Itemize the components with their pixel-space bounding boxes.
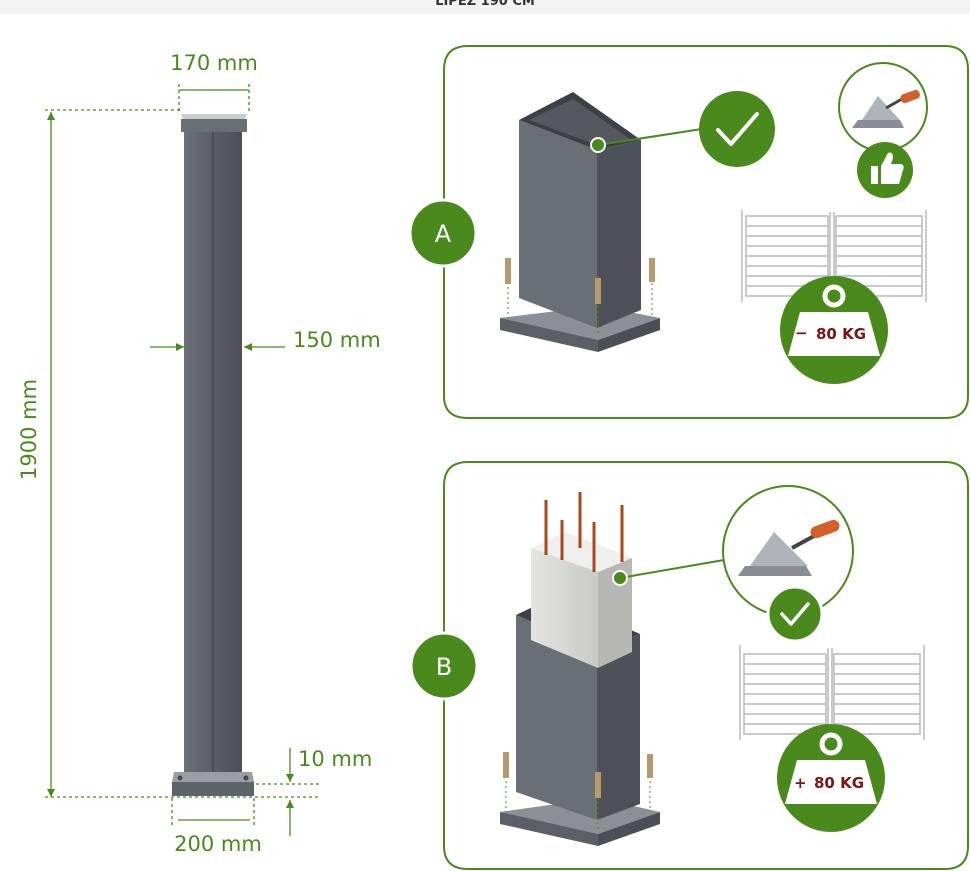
thumbs-up-icon — [857, 142, 913, 198]
option-a-badge-label: A — [435, 220, 452, 248]
option-b-weight-sign: + — [794, 774, 807, 792]
check-icon — [699, 91, 775, 167]
option-b-panel: + 80 KG B — [409, 461, 969, 870]
option-a-weight-sign: − — [795, 324, 808, 342]
option-a-post — [519, 120, 597, 328]
trowel-icon — [722, 485, 854, 617]
plate-thickness-label: 10 mm — [298, 747, 372, 771]
gate-icon — [741, 210, 927, 302]
rebar — [544, 492, 624, 572]
option-b-badge-label: B — [436, 653, 452, 681]
base-width-label: 200 mm — [174, 832, 262, 856]
option-a-badge — [408, 198, 478, 268]
dimension-lines — [45, 84, 320, 836]
option-b-weight-label: 80 KG — [814, 774, 864, 792]
height-label: 1900 mm — [17, 379, 41, 480]
post-left — [172, 114, 254, 796]
option-b-post — [516, 615, 597, 820]
top-caption: LIPEZ 190 CM — [435, 0, 535, 9]
concrete-column — [531, 548, 598, 668]
screw-icon — [505, 258, 655, 334]
option-a-weight-label: 80 KG — [816, 325, 866, 343]
option-b-badge — [409, 631, 479, 701]
check-icon — [766, 585, 824, 643]
post-cap — [181, 119, 247, 132]
top-caption-strip: LIPEZ 190 CM — [0, 0, 970, 14]
weight-icon — [780, 276, 888, 384]
trowel-icon — [838, 62, 928, 152]
option-a-panel: − 80 KG A — [408, 45, 969, 419]
post-base-plate — [172, 782, 254, 796]
screw-icon — [503, 752, 653, 830]
body-width-label: 150 mm — [293, 328, 381, 352]
weight-icon — [777, 724, 885, 832]
gate-icon — [739, 645, 925, 740]
top-width-label: 170 mm — [170, 51, 258, 75]
